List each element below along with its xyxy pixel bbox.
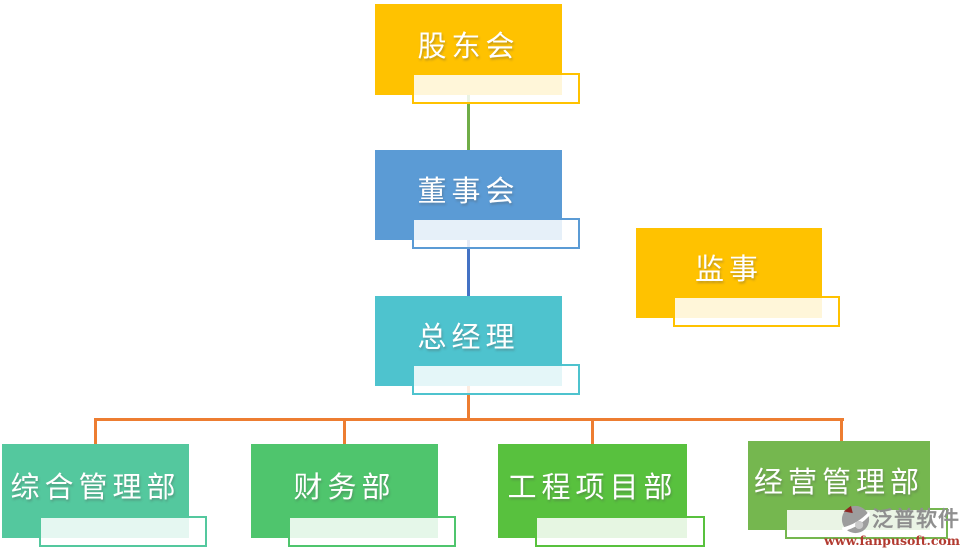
org-node-label: 监事 — [694, 252, 763, 286]
connector-stub-general-admin — [94, 418, 97, 444]
connector-stub-operations — [840, 418, 843, 441]
connector-departments-rail — [95, 418, 844, 421]
fanpu-logo-icon — [841, 505, 870, 533]
org-node-label: 工程项目部 — [507, 470, 678, 504]
org-node-label: 股东会 — [417, 28, 520, 63]
org-node-general-manager: 总经理 — [375, 296, 580, 395]
org-node-subtitle-box — [288, 516, 456, 547]
org-node-shareholders-meeting: 股东会 — [375, 4, 580, 104]
org-node-supervisor: 监事 — [636, 228, 840, 327]
org-node-label: 总经理 — [417, 320, 520, 354]
org-node-operations-admin-dept: 经营管理部 — [748, 441, 948, 539]
org-node-subtitle-box — [412, 218, 580, 249]
org-node-label: 董事会 — [417, 174, 520, 208]
org-node-label: 经营管理部 — [753, 464, 924, 499]
org-node-board-of-directors: 董事会 — [375, 150, 580, 249]
connector-stub-engineering — [591, 418, 594, 444]
connector-stub-finance — [343, 418, 346, 444]
org-node-subtitle-box — [535, 516, 705, 547]
org-node-engineering-project-dept: 工程项目部 — [498, 444, 705, 547]
org-node-finance-dept: 财务部 — [251, 444, 456, 547]
org-node-general-admin-dept: 综合管理部 — [2, 444, 207, 547]
watermark-url-text: www.fanpusoft.com — [824, 532, 960, 548]
org-node-label: 财务部 — [293, 470, 396, 504]
connector-board-gm — [467, 240, 470, 296]
org-node-subtitle-box — [412, 73, 580, 104]
watermark-brand-text: 泛普软件 — [872, 506, 960, 531]
org-node-subtitle-box — [673, 296, 840, 327]
org-node-subtitle-box — [412, 364, 580, 395]
watermark: 泛普软件 www.fanpusoft.com — [824, 505, 960, 548]
connector-gm-trunk — [467, 386, 470, 421]
org-node-subtitle-box — [39, 516, 207, 547]
connector-shareholders-board — [467, 95, 470, 150]
org-node-label: 综合管理部 — [10, 470, 181, 504]
